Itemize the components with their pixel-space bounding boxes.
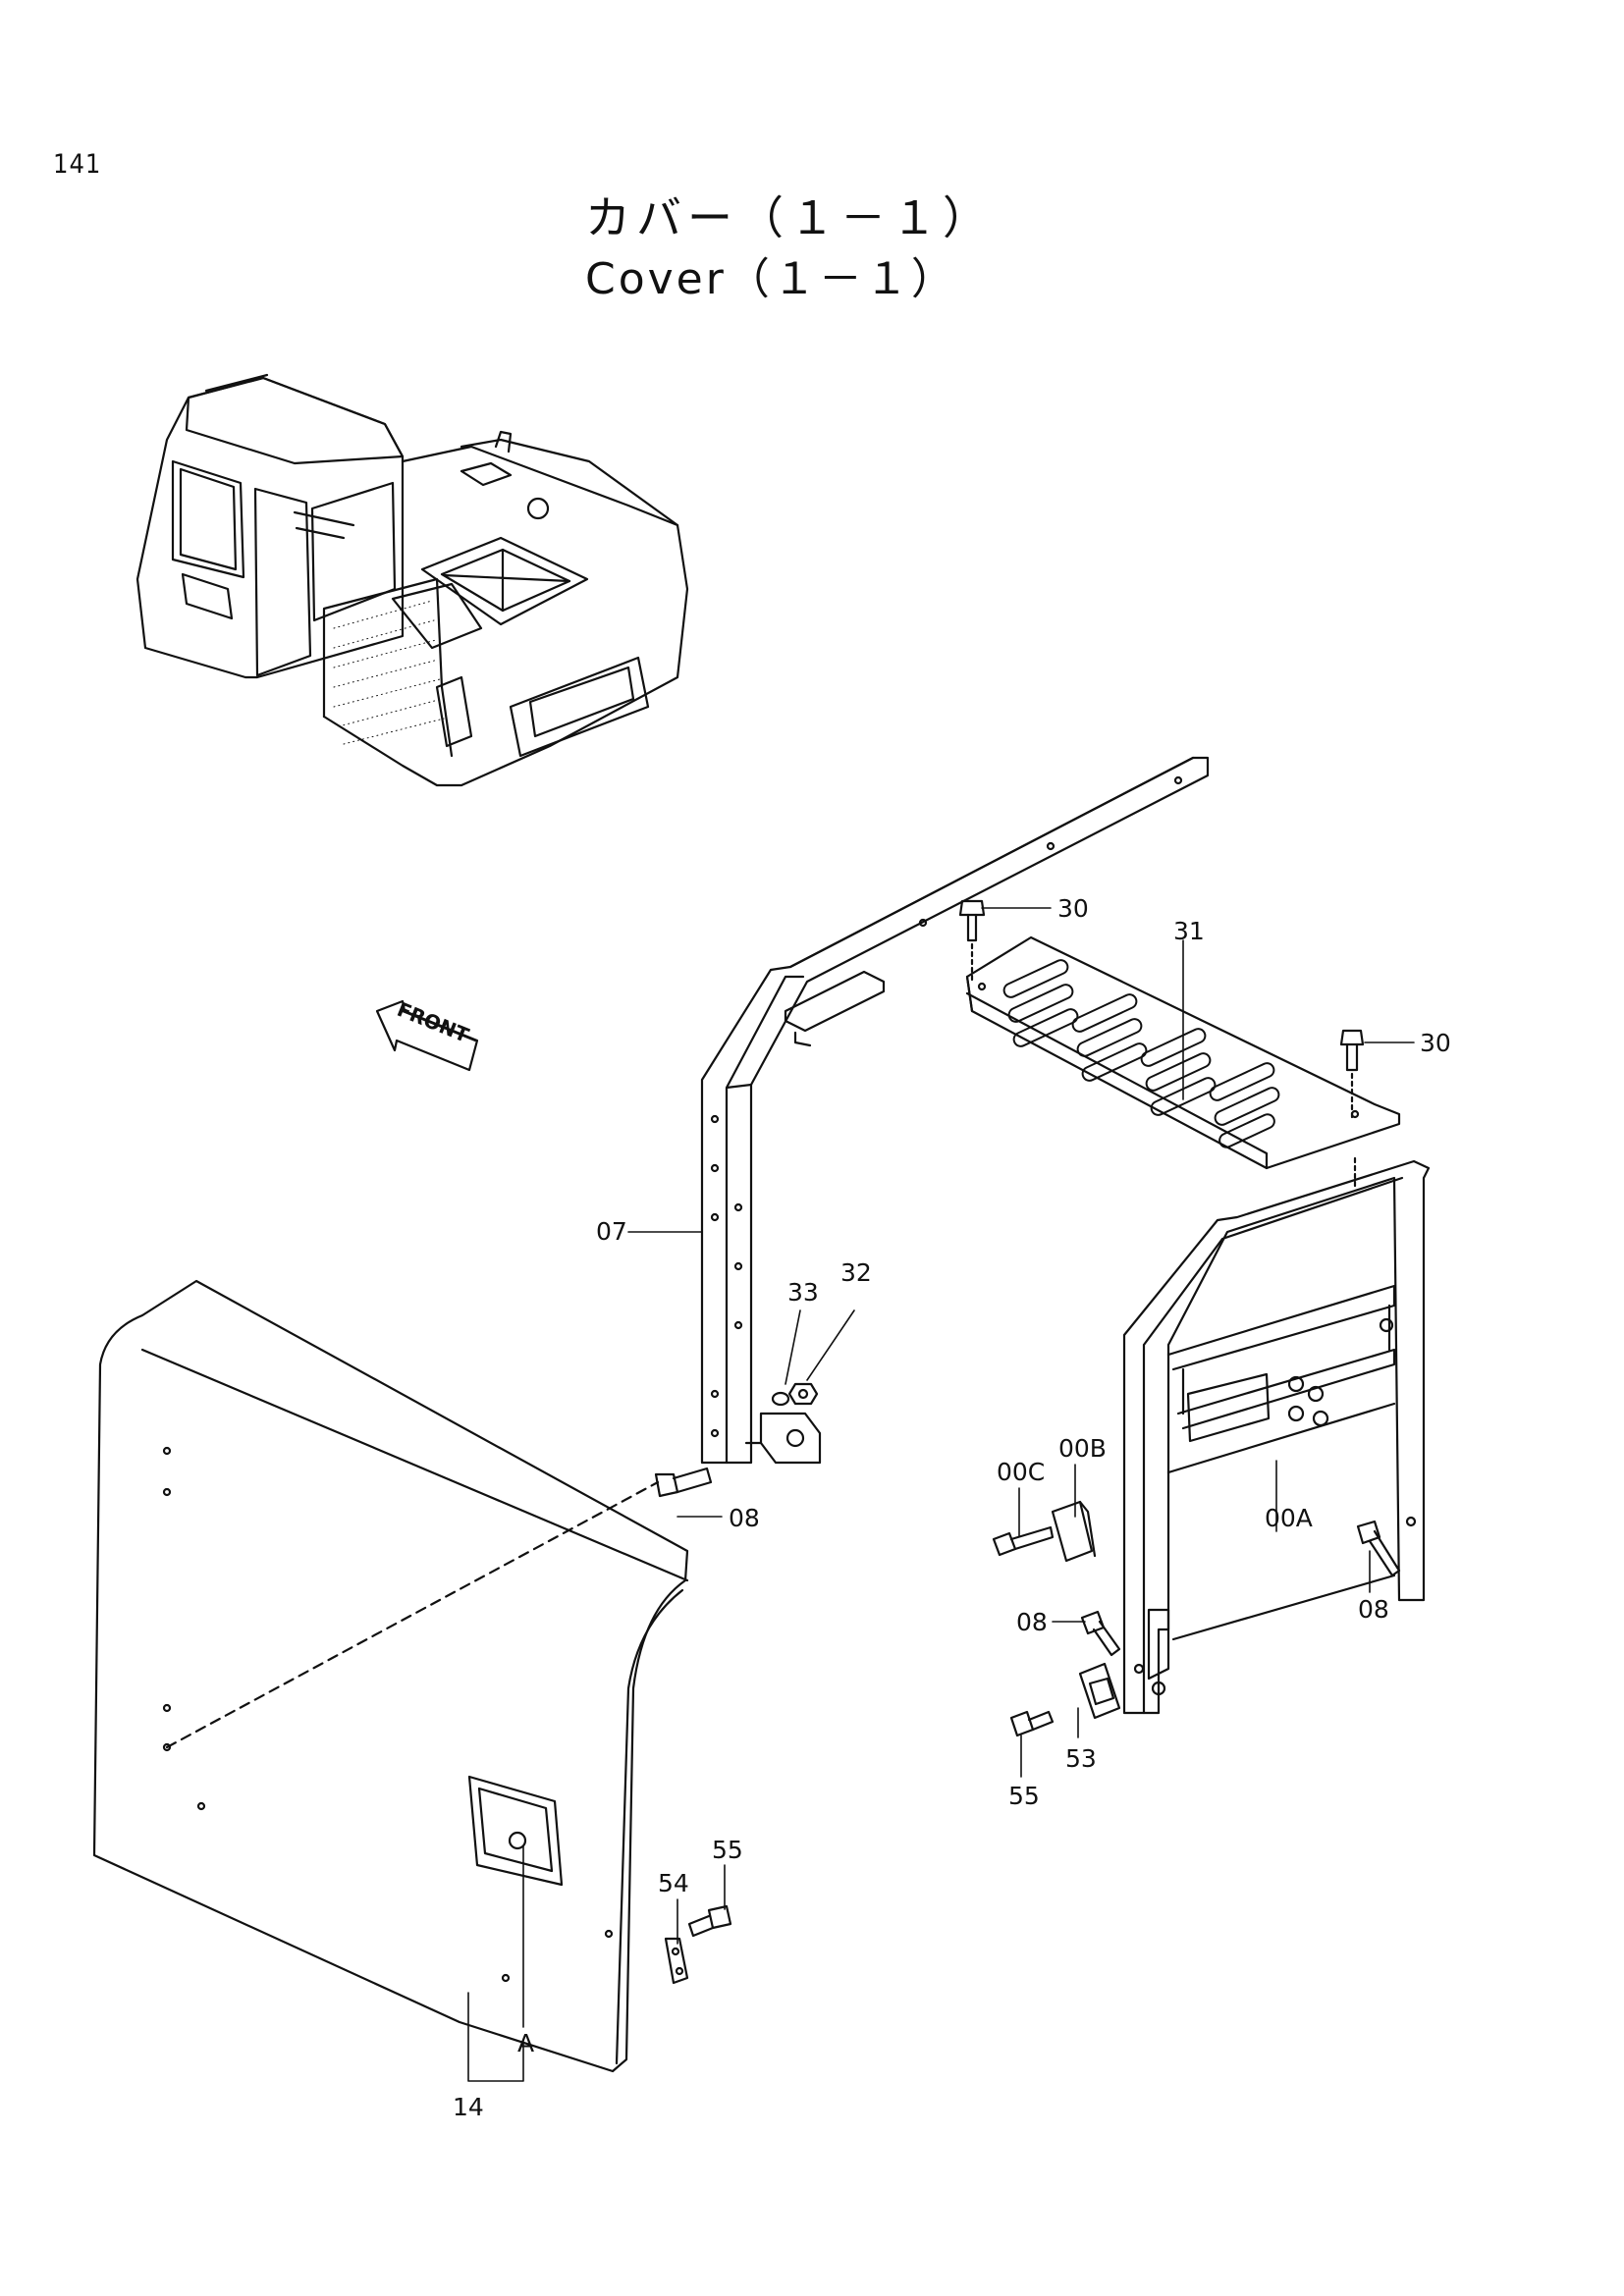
page-number: 141 <box>53 149 102 180</box>
page-title-english: Cover（１－１） <box>585 254 957 304</box>
leader-lines <box>467 907 1415 2082</box>
callout-07: 07 <box>596 1217 627 1246</box>
callout-A: A <box>517 2029 534 2057</box>
bolt-55-right <box>1009 1710 1055 1737</box>
bolt-08-left <box>654 1467 713 1498</box>
grille-cover-31 <box>965 935 1401 1170</box>
excavator-overview-illustration <box>135 373 689 787</box>
callout-53: 53 <box>1065 1744 1097 1773</box>
callout-00B: 00B <box>1058 1434 1107 1463</box>
nut-32 <box>787 1382 819 1406</box>
bolt-08-middle <box>1080 1610 1121 1657</box>
callout-08-left: 08 <box>729 1504 760 1532</box>
callout-31: 31 <box>1173 917 1205 945</box>
bolt-55-lower <box>687 1904 732 1938</box>
frame-00A <box>1122 1159 1431 1715</box>
callout-32: 32 <box>840 1258 872 1287</box>
cover-panel-14 <box>92 1279 689 2073</box>
callout-00A: 00A <box>1265 1504 1313 1532</box>
front-arrow-icon <box>375 999 479 1072</box>
callout-55-lower: 55 <box>712 1836 743 1864</box>
frame-07 <box>700 756 1210 1465</box>
bolt-30-right <box>1339 1029 1365 1190</box>
front-marker-label: FRONT <box>394 997 472 1047</box>
callout-08-right: 08 <box>1358 1595 1389 1624</box>
page-title-japanese: カバー（１－１） <box>585 191 994 244</box>
clip-53 <box>1078 1662 1121 1720</box>
clip-00B <box>1051 1500 1097 1563</box>
callout-00C: 00C <box>997 1458 1045 1486</box>
callout-54: 54 <box>658 1869 689 1897</box>
callout-55-right: 55 <box>1008 1782 1040 1810</box>
callout-14: 14 <box>453 2093 484 2121</box>
bolt-00C <box>992 1525 1055 1557</box>
callout-30-right: 30 <box>1420 1029 1451 1057</box>
callout-08-middle: 08 <box>1016 1608 1048 1636</box>
callout-30-upper: 30 <box>1057 894 1089 923</box>
washer-33 <box>771 1391 790 1407</box>
bolt-08-right <box>1356 1520 1401 1577</box>
callout-33: 33 <box>787 1278 819 1307</box>
bolt-30-upper <box>958 899 986 984</box>
clip-54 <box>664 1937 689 1985</box>
